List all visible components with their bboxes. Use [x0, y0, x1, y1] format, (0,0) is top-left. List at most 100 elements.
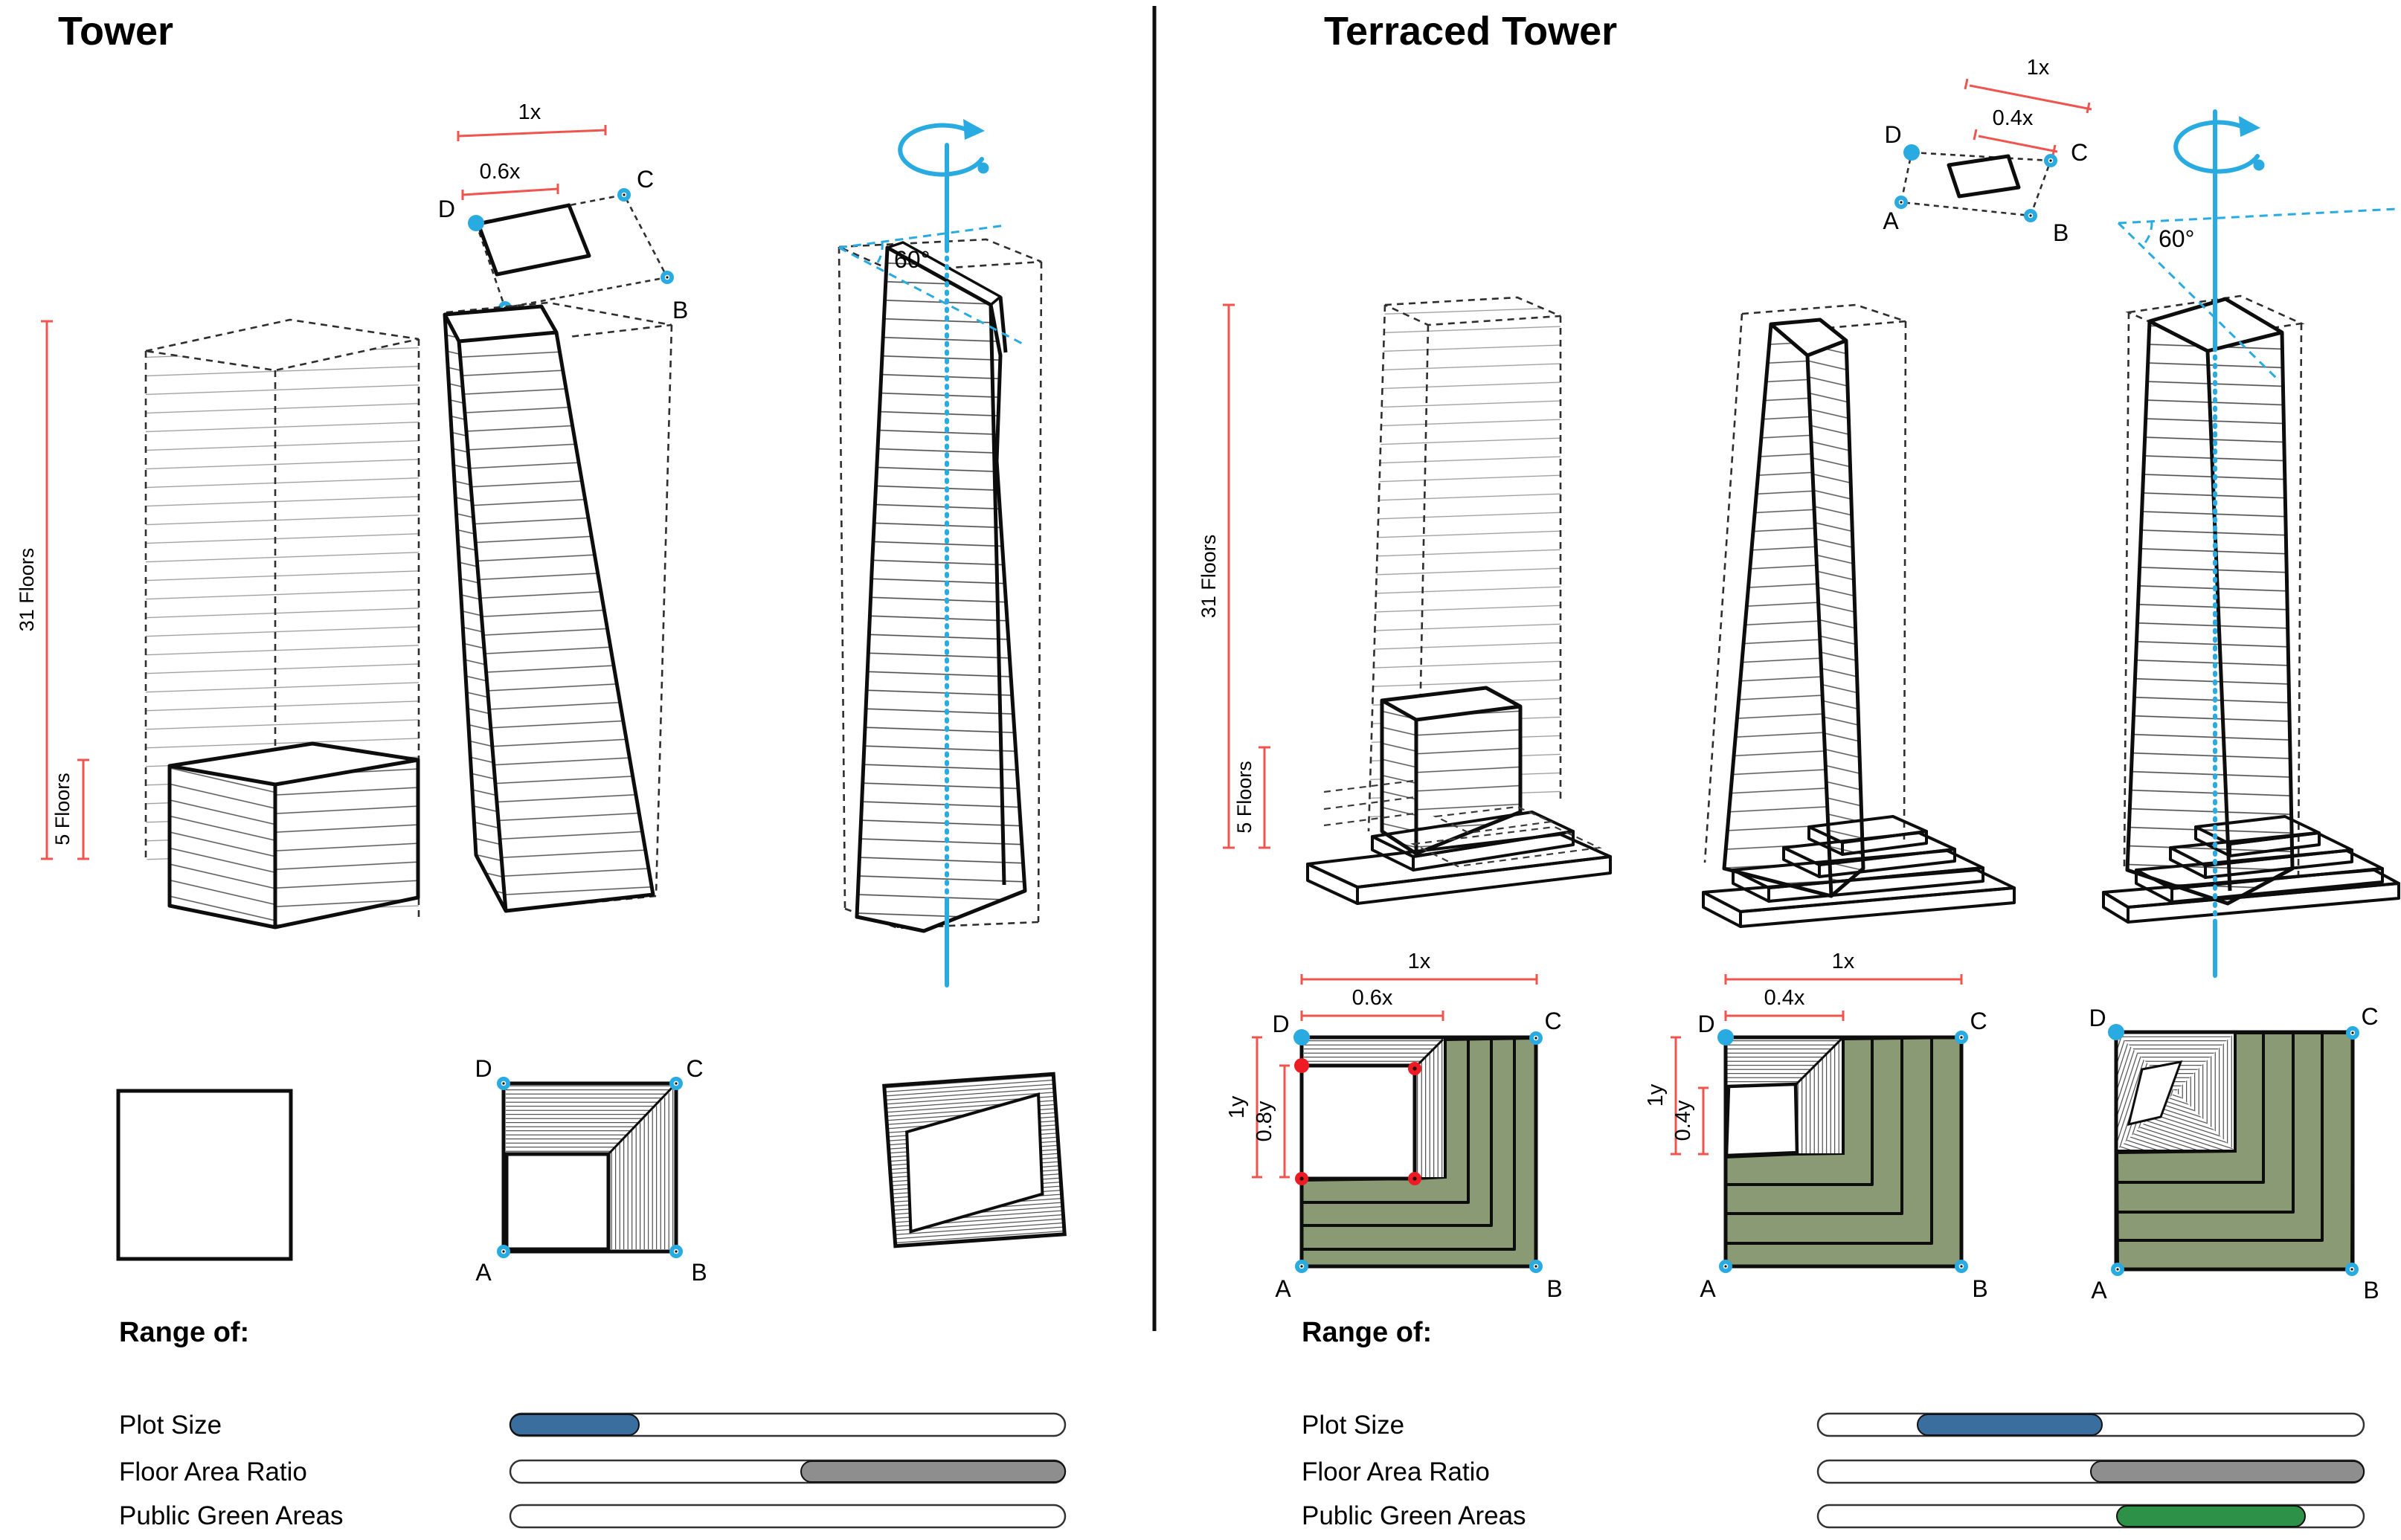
terrace-step-lines [1726, 1038, 1933, 1245]
section-title: Terraced Tower [1324, 9, 1617, 54]
rotation-angle-annotation: 60° [2117, 207, 2397, 381]
rotation-arrow-dot [977, 162, 989, 174]
range-fill-plot-size [510, 1414, 640, 1436]
corner-d-marker [2108, 1024, 2124, 1040]
morph-hatch-top [1727, 1039, 1842, 1086]
corner-c-label: C [637, 166, 654, 193]
range-fill-far [2090, 1460, 2365, 1483]
dim-line-04x [1973, 129, 2058, 156]
corner-a-marker [497, 1245, 510, 1258]
rotation-arrow-arc [898, 123, 984, 177]
corner-markers [1293, 1029, 1543, 1273]
corner-b-marker [660, 271, 674, 284]
range-fill-green [2116, 1505, 2306, 1527]
corner-a-label: A [1275, 1275, 1291, 1302]
rotated-core [2127, 1060, 2183, 1127]
corner-b-label: B [2363, 1277, 2379, 1304]
corner-c-label: C [1970, 1008, 1987, 1034]
rotation-axis [2173, 109, 2265, 978]
tower-1-extruded-base [144, 318, 420, 930]
core-a-marker [1295, 1172, 1308, 1185]
rotation-arrow-head [963, 119, 985, 140]
rotation-arrow-dot [2253, 159, 2265, 171]
dim-line-1x [1724, 974, 1963, 985]
range-heading: Range of: [119, 1317, 249, 1348]
dim-line-1x [457, 125, 607, 141]
terraced-tower-1 [1306, 296, 1612, 905]
corner-b-label: B [1546, 1275, 1562, 1302]
corner-markers [497, 1077, 683, 1258]
rotated-core [1724, 1082, 1799, 1158]
corner-markers [1894, 144, 2057, 222]
dim-label-06x: 0.6x [1352, 986, 1393, 1010]
corner-a-label: A [2091, 1277, 2107, 1304]
range-label-plot-size: Plot Size [119, 1411, 222, 1440]
corner-b-marker [669, 1245, 683, 1258]
ghost-envelope-edges [1703, 303, 1907, 863]
range-fill-plot-size [1917, 1414, 2103, 1436]
angle-label: 60° [2159, 225, 2194, 252]
corner-c-label: C [2361, 1003, 2378, 1030]
tower-top-face [445, 306, 556, 341]
corner-d-marker [468, 215, 484, 231]
terrace-steps [1702, 815, 2016, 928]
dim-line-04x [1724, 1011, 1845, 1021]
tower-section: Tower 1x 0.6x D C B A 31 Floors [16, 9, 1067, 1530]
corner-c-label: C [2071, 139, 2088, 166]
core-footprint [1299, 1063, 1417, 1181]
tower-plan-1-square [116, 1089, 293, 1261]
corner-c-marker [617, 188, 631, 202]
corner-d-label: D [475, 1055, 492, 1082]
corner-d-label: D [438, 196, 455, 222]
corner-a-label: A [1700, 1275, 1716, 1302]
corner-b-label: B [672, 297, 688, 323]
corner-d-marker [1717, 1029, 1734, 1046]
tower-left-face [445, 315, 506, 911]
corner-d-marker [1903, 144, 1920, 161]
corner-a-marker [1719, 1260, 1732, 1273]
tower-left-face [1724, 324, 1831, 896]
dim-label-1x: 1x [1408, 950, 1431, 973]
corner-d-label: D [1884, 121, 1901, 148]
corner-c-marker [1529, 1031, 1543, 1045]
dim-label-1y: 1y [1225, 1095, 1249, 1118]
dim-line-06x [1300, 1011, 1444, 1021]
base-dim-label: 5 Floors [1233, 761, 1256, 834]
terrace-steps [2102, 815, 2400, 924]
dim-line-1y [1671, 1036, 1681, 1156]
terraced-plan-3: D C A B [2089, 1003, 2379, 1304]
dim-label-04x: 0.4x [1993, 106, 2034, 130]
range-heading: Range of: [1302, 1317, 1432, 1348]
terrace-step-lines [1302, 1038, 1516, 1251]
dim-label-1x: 1x [518, 100, 541, 124]
range-section: Range of: Plot Size Floor Area Ratio Pub… [1302, 1317, 2365, 1530]
dim-line-1x [1300, 974, 1538, 985]
ghost-envelope-edges [838, 238, 1043, 930]
range-label-plot-size: Plot Size [1302, 1411, 1404, 1440]
rotation-arrow-arc [2173, 120, 2260, 174]
corner-a-marker [1295, 1260, 1308, 1273]
dim-label-06x: 0.6x [480, 160, 521, 184]
corner-b-marker [2345, 1263, 2359, 1276]
terraced-tower-2 [1702, 303, 2016, 928]
terraced-iso-plan: 1x 0.4x D C A B [1883, 56, 2092, 246]
corner-a-marker [1894, 196, 1908, 209]
dim-label-08y: 0.8y [1253, 1101, 1276, 1141]
height-dim-label: 31 Floors [1198, 535, 1220, 619]
core-d-marker [1294, 1058, 1309, 1073]
tower-plan-3-twisted [882, 1072, 1067, 1249]
range-label-far: Floor Area Ratio [119, 1457, 307, 1486]
morph-hatch-right [1415, 1040, 1444, 1177]
corner-d-marker [497, 1077, 510, 1090]
height-dimension-31: 31 Floors [16, 320, 53, 860]
corner-markers [1717, 1029, 1968, 1273]
tower-plan-2-extruded: D C A B [475, 1055, 707, 1286]
terraced-plan-2: 1x 0.4x 1y 0.4y D C A B [1644, 950, 1988, 1302]
morph-diagonal [1413, 1038, 1444, 1069]
terraced-plan-1: 1x 0.6x 1y 0.8y [1225, 950, 1563, 1302]
corner-b-marker [1529, 1260, 1543, 1273]
plot-outline [1723, 1035, 1964, 1269]
base-dimension-5: 5 Floors [51, 758, 89, 860]
tower-body [857, 248, 1025, 931]
corner-d-label: D [1697, 1011, 1714, 1037]
